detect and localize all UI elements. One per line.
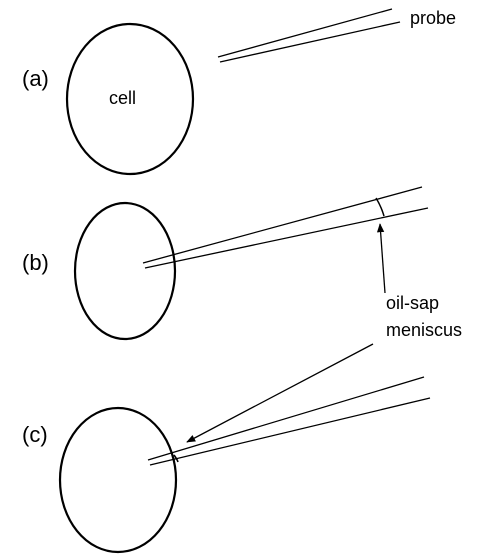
probe-c-upper-wall — [147, 376, 425, 461]
cell-c-outline — [58, 406, 178, 554]
panel-b-label: (b) — [22, 250, 49, 275]
panel-c-label: (c) — [22, 422, 48, 447]
probe-label: probe — [410, 8, 456, 28]
cell-b-outline — [73, 201, 177, 341]
meniscus-c-curve — [173, 454, 179, 463]
probe-a-lower-wall — [219, 21, 401, 63]
meniscus-b-curve — [375, 197, 385, 217]
probe-c-lower-wall — [149, 397, 431, 466]
arrow-to-meniscus-c — [186, 343, 374, 443]
probe-a-upper-wall — [217, 8, 393, 58]
meniscus-label-line2: meniscus — [386, 320, 462, 340]
panel-b: (b) — [22, 186, 429, 341]
meniscus-callout: oil-sap meniscus — [186, 223, 462, 443]
panel-a: (a) cell probe — [22, 8, 456, 176]
panel-c: (c) — [22, 376, 431, 554]
cell-a-outline — [65, 22, 195, 176]
probe-b-lower-wall — [144, 207, 429, 269]
cell-label: cell — [109, 88, 136, 108]
arrow-to-meniscus-b — [376, 223, 386, 294]
meniscus-label-line1: oil-sap — [386, 293, 439, 313]
panel-a-label: (a) — [22, 66, 49, 91]
probe-b-upper-wall — [142, 186, 423, 264]
